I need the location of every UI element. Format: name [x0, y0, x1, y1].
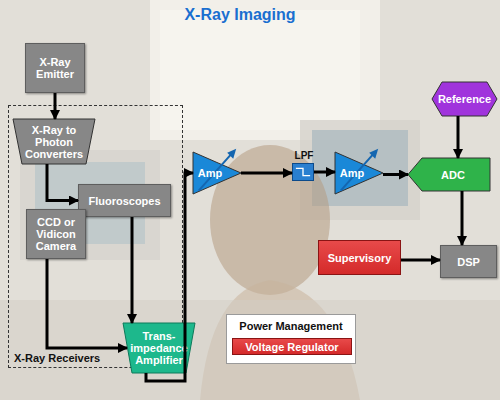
- filter-box: LPF: [292, 163, 314, 181]
- node-label: X-Ray Receivers: [14, 352, 100, 364]
- connector-arrow: [314, 171, 335, 174]
- connector-arrow: [47, 259, 127, 348]
- shape-fill: [408, 158, 490, 191]
- shape-fill: [432, 82, 497, 116]
- connector-arrow: [47, 164, 78, 201]
- gain-arrow-head: [369, 149, 378, 159]
- node-label: ADC: [441, 169, 465, 181]
- shape-fill: [13, 119, 95, 164]
- node-label: X-Ray Emitter: [26, 56, 84, 80]
- node-label: DSP: [457, 256, 480, 268]
- amplifier-symbol: Amp: [193, 152, 241, 194]
- gain-arrow-head: [227, 149, 236, 159]
- gain-arrow: [341, 153, 375, 191]
- node-label: Supervisory: [328, 252, 392, 264]
- gain-arrow: [199, 153, 233, 191]
- connector-arrow: [401, 259, 440, 262]
- connector-arrow: [54, 93, 57, 119]
- process-box: Fluoroscopes: [78, 184, 171, 217]
- node-label: CCD or Vidicon Camera: [28, 216, 84, 252]
- node-label: Voltage Regulator: [245, 341, 338, 353]
- power-box: Power ManagementVoltage Regulator: [226, 314, 356, 364]
- adc-pentagon: ADC: [408, 158, 490, 191]
- connector-arrow: [461, 191, 464, 245]
- reference-hexagon: Reference: [432, 82, 497, 116]
- node-label: Trans- impedance Amplifier: [128, 330, 190, 366]
- node-label: Amp: [340, 167, 364, 179]
- shape-fill: [193, 152, 241, 194]
- node-label: Reference: [438, 93, 491, 105]
- shape-fill: [123, 323, 195, 373]
- regulator-box: Voltage Regulator: [232, 338, 352, 355]
- amplifier-box: Trans- impedance Amplifier: [123, 323, 195, 373]
- connector-arrow: [383, 173, 408, 176]
- amplifier-symbol: Amp: [335, 152, 383, 194]
- emitter-box: X-Ray Emitter: [25, 43, 85, 93]
- node-label: Fluoroscopes: [88, 195, 160, 207]
- dsp-box: DSP: [440, 245, 497, 278]
- node-label: LPF: [287, 150, 321, 162]
- shape-fill: [335, 152, 383, 194]
- converter-box: X-Ray to Photon Converters: [13, 119, 95, 164]
- node-label: Power Management: [239, 320, 342, 332]
- diagram-title: X-Ray Imaging: [0, 6, 480, 24]
- connector-arrow: [131, 217, 134, 323]
- connector-arrow: [241, 172, 292, 175]
- node-label: Amp: [198, 167, 222, 179]
- lowpass-symbol: [293, 164, 313, 180]
- supervisory-box: Supervisory: [318, 240, 401, 275]
- connector-arrow: [457, 116, 460, 158]
- lowpass-curve: [296, 168, 310, 175]
- receiver-group: X-Ray Receivers X-Ray to Photon Converter…: [8, 105, 183, 368]
- camera-box: CCD or Vidicon Camera: [26, 209, 86, 259]
- node-label: X-Ray to Photon Converters: [18, 124, 90, 160]
